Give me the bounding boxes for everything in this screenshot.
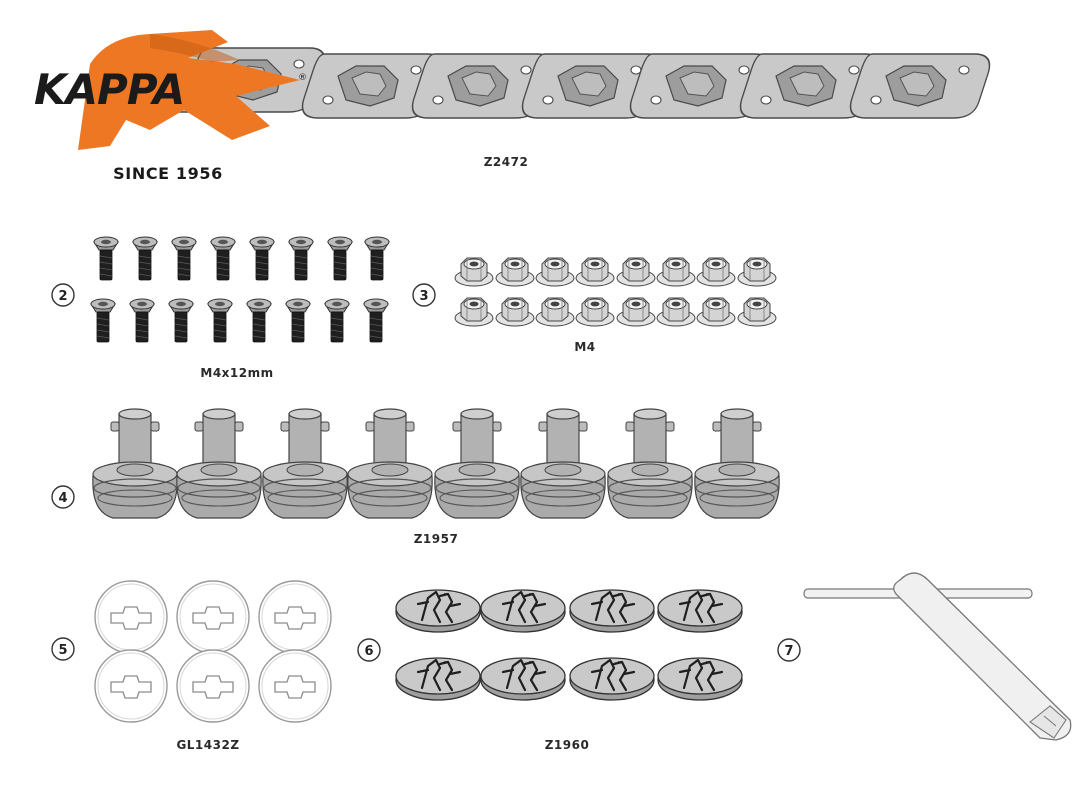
code-label-z2472: Z2472 [484, 155, 529, 169]
countersunk-screw [168, 298, 194, 343]
countersunk-screw [364, 236, 390, 281]
rubber-mount [92, 408, 178, 519]
countersunk-screw [288, 236, 314, 281]
washer-group [94, 580, 332, 723]
section-number-badge [51, 485, 75, 509]
section-number-badge [357, 638, 381, 662]
countersunk-screw [129, 298, 155, 343]
section-number-badge [412, 283, 436, 307]
countersunk-screw [93, 236, 119, 281]
washer [176, 649, 250, 723]
spring-clip [568, 588, 656, 634]
section-number-badge [51, 283, 75, 307]
section-number: 5 [58, 643, 67, 658]
rubber-mount [176, 408, 262, 519]
section-4: 4 Z1957 [51, 408, 780, 546]
section-5: 5 GL1432Z [51, 580, 332, 752]
flange-nut [575, 297, 615, 327]
mount-group [92, 408, 780, 519]
logo-tagline: SINCE 1956 [113, 164, 223, 183]
logo-wordmark: KAPPA [34, 65, 184, 114]
countersunk-screw [246, 298, 272, 343]
section-number: 6 [364, 644, 373, 659]
spring-clip [656, 588, 744, 634]
flange-nut [575, 257, 615, 287]
section-number: 3 [419, 289, 428, 304]
rubber-mount [694, 408, 780, 519]
countersunk-screw [90, 298, 116, 343]
washer [176, 580, 250, 654]
flange-nut [535, 257, 575, 287]
rubber-mount [434, 408, 520, 519]
countersunk-screw [285, 298, 311, 343]
rubber-mount [262, 408, 348, 519]
code-label-z1960: Z1960 [545, 738, 590, 752]
countersunk-screw [171, 236, 197, 281]
section-number: 7 [784, 644, 793, 659]
countersunk-screw [210, 236, 236, 281]
code-label-gl1432z: GL1432Z [176, 738, 239, 752]
rubber-mount [520, 408, 606, 519]
countersunk-screw [363, 298, 389, 343]
spring-clip [656, 656, 744, 702]
flange-nut [616, 257, 656, 287]
section-3: 3 M4 [412, 257, 777, 354]
countersunk-screw [324, 298, 350, 343]
spring-clip [568, 656, 656, 702]
section-7: 7 [777, 572, 1072, 741]
spring-clip [394, 656, 482, 702]
washer [94, 649, 168, 723]
section-number-badge [51, 637, 75, 661]
logo-swoosh-icon [78, 30, 300, 150]
washer [258, 580, 332, 654]
kappa-logo: KAPPA ® SINCE 1956 [34, 30, 307, 183]
section-number-badge [777, 638, 801, 662]
code-label-z1957: Z1957 [414, 532, 459, 546]
washer [258, 649, 332, 723]
section-number: 2 [58, 289, 67, 304]
section-2: 2 M4x12mm [51, 236, 390, 380]
registered-mark-icon: ® [298, 73, 307, 83]
flange-nut [495, 297, 535, 327]
countersunk-screw [132, 236, 158, 281]
mounting-plate [844, 53, 996, 119]
countersunk-screw [207, 298, 233, 343]
flange-nut [454, 297, 494, 327]
spring-clip [394, 588, 482, 634]
clip-group [394, 588, 744, 702]
flange-nut [454, 257, 494, 287]
section-number: 4 [58, 491, 67, 506]
countersunk-screw [327, 236, 353, 281]
flange-nut [495, 257, 535, 287]
screw-group [90, 236, 390, 343]
section-z2472: Z2472 [84, 47, 996, 169]
section-6: 6 Z1960 [357, 588, 744, 752]
rubber-mount [347, 408, 433, 519]
flange-nut [696, 257, 736, 287]
code-label-m4x12mm: M4x12mm [200, 366, 273, 380]
flange-nut [696, 297, 736, 327]
spring-clip [479, 656, 567, 702]
key-shaft [893, 572, 1072, 741]
code-label-m4: M4 [574, 340, 595, 354]
washer [94, 580, 168, 654]
countersunk-screw [249, 236, 275, 281]
spring-clip [479, 588, 567, 634]
t-handle-key [803, 572, 1072, 741]
nut-group [454, 257, 777, 327]
flange-nut [656, 297, 696, 327]
flange-nut [616, 297, 656, 327]
flange-nut [535, 297, 575, 327]
rubber-mount [607, 408, 693, 519]
flange-nut [737, 297, 777, 327]
flange-nut [656, 257, 696, 287]
flange-nut [737, 257, 777, 287]
